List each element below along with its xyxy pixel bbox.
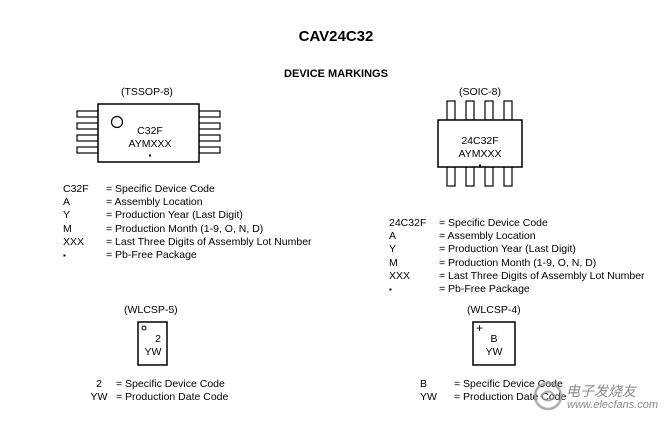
legend-row: Y = Production Year (Last Digit) [389,243,645,256]
wlcsp5-label: (WLCSP-5) [124,304,178,316]
soic-label: (SOIC-8) [459,86,501,98]
legend-row: ▪ = Pb-Free Package [63,249,312,262]
legend-code: YW [90,391,108,404]
legend-row: XXX = Last Three Digits of Assembly Lot N… [389,270,645,283]
legend-desc: = Last Three Digits of Assembly Lot Numb… [439,269,645,282]
legend-code: A [63,196,71,209]
legend-desc: = Pb-Free Package [439,283,530,296]
legend-code: XXX [63,235,85,248]
wlcsp4-line2: YW [485,345,503,358]
legend-desc: = Specific Device Code [454,378,563,390]
legend-row: YW = Production Date Code [82,391,229,404]
tssop-label: (TSSOP-8) [121,86,173,98]
legend-row: A = Assembly Location [63,196,312,209]
legend-desc: = Assembly Location [106,196,203,209]
legend-row: C32F = Specific Device Code [63,183,312,196]
legend-desc: = Production Month (1-9, O, N, D) [439,256,597,269]
legend-row: A = Assembly Location [389,230,645,243]
legend-row: Y = Production Year (Last Digit) [63,209,312,222]
watermark-text: 电子发烧友 [566,383,636,399]
wlcsp5-legend: 2 = Specific Device Code YW = Production D… [82,378,229,404]
legend-code: 24C32F [389,217,427,229]
legend-desc: = Pb-Free Package [106,249,197,262]
tssop-line2: AYMXXX [128,137,172,150]
legend-code: 2 [96,378,102,390]
wlcsp4-label: (WLCSP-4) [467,304,521,316]
legend-code: A [389,230,397,243]
legend-row: 2 = Specific Device Code [82,378,228,391]
legend-code: Y [63,209,71,222]
legend-desc: = Production Year (Last Digit) [106,209,243,222]
legend-desc: = Assembly Location [439,230,536,243]
legend-desc: = Last Three Digits of Assembly Lot Numb… [106,235,312,248]
wlcsp5-line1: 2 [155,333,161,345]
legend-code: ▪ [63,251,66,261]
wlcsp4-chip-text: B YW [474,333,514,358]
legend-desc: = Specific Device Code [106,183,215,195]
legend-code: B [420,378,428,390]
soic-chip-text: 24C32F AYMXXX ▪ [448,135,512,173]
legend-code: YW [420,391,437,404]
tssop-chip-text: C32F AYMXXX ▪ [118,125,182,163]
tssop-line1: C32F [137,125,163,137]
legend-desc: = Production Date Code [116,391,229,404]
watermark-url: www.elecfans.com [567,399,659,411]
legend-code: ▪ [389,285,392,295]
legend-row: 24C32F = Specific Device Code [389,217,645,230]
soic-pbfree-dot: ▪ [478,161,482,170]
legend-code: C32F [63,183,89,195]
soic-line2: AYMXXX [458,147,502,160]
soic-legend: 24C32F = Specific Device Code A = Assembly… [389,217,645,296]
legend-desc: = Production Month (1-9, O, N, D) [106,222,264,235]
wlcsp5-line2: YW [144,345,162,358]
wlcsp4-line1: B [490,333,498,345]
legend-desc: = Specific Device Code [116,378,225,390]
legend-desc: = Production Year (Last Digit) [439,243,576,256]
legend-desc: = Specific Device Code [439,217,548,229]
wlcsp4-legend: B = Specific Device Code YW = Production D… [420,378,566,404]
wlcsp5-chip-text: 2 YW [138,333,174,358]
legend-code: M [389,256,398,269]
legend-row: XXX = Last Three Digits of Assembly Lot N… [63,236,312,249]
legend-row: ▪ = Pb-Free Package [389,283,645,296]
soic-line1: 24C32F [461,135,499,147]
legend-desc: = Production Date Code [454,391,567,404]
legend-row: M = Production Month (1-9, O, N, D) [389,257,645,270]
tssop-legend: C32F = Specific Device Code A = Assembly L… [63,183,312,262]
legend-code: XXX [389,269,411,282]
legend-code: M [63,222,72,235]
legend-row: M = Production Month (1-9, O, N, D) [63,223,312,236]
legend-row: YW = Production Date Code [420,391,566,404]
legend-row: B = Specific Device Code [420,378,566,391]
section-heading: DEVICE MARKINGS [284,68,388,80]
legend-code: Y [389,243,397,256]
page-title: CAV24C32 [298,28,374,45]
tssop-pbfree-dot: ▪ [148,151,152,160]
wlcsp4-plus-mark: + [476,321,484,335]
